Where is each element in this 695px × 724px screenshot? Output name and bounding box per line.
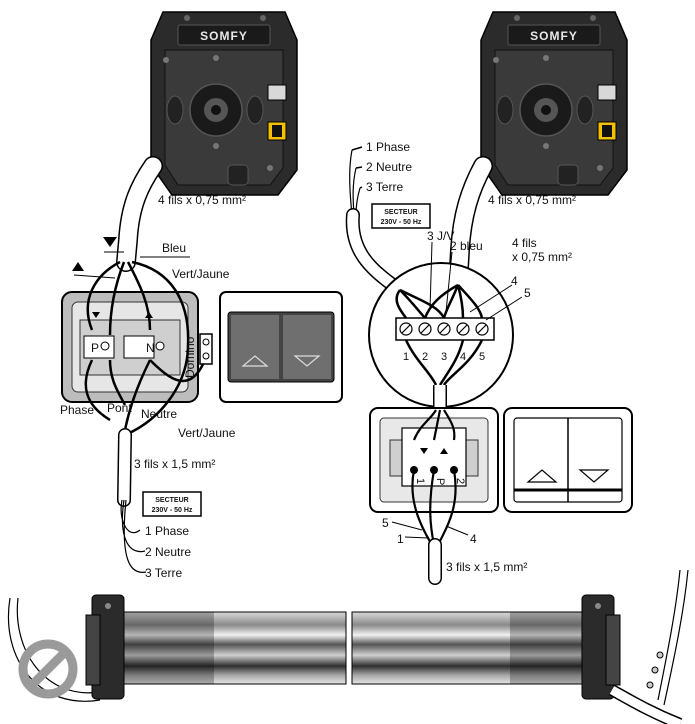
left-supply-wire-3: 3 Terre <box>145 566 182 580</box>
left-rocker-switch <box>219 291 343 403</box>
left-switch-letter-n: N <box>146 341 155 355</box>
right-label-jv: 3 J/V <box>427 229 454 243</box>
left-label-phase: Phase <box>60 403 94 417</box>
down-triangle-icon <box>293 355 321 367</box>
right-motor-head: SOMFY <box>480 11 628 196</box>
up-arrow-icon <box>72 262 84 271</box>
domino-connector <box>199 333 213 365</box>
switch-terminal-2: 2 <box>454 478 466 484</box>
junction-box <box>368 262 514 408</box>
right-supply-box-line1: SECTEUR <box>384 209 417 216</box>
left-somfy-logo: SOMFY <box>200 29 248 43</box>
left-supply-box-line2: 230V - 50 Hz <box>152 507 193 514</box>
right-up-triangle-icon <box>526 469 558 483</box>
left-motor-head: SOMFY <box>150 11 298 196</box>
right-switch-mechanism <box>369 407 499 513</box>
left-switch-wiring <box>84 260 207 437</box>
left-label-neutre: Neutre <box>141 407 177 421</box>
right-label-5: 5 <box>524 286 531 300</box>
terminal-1: 1 <box>403 351 409 363</box>
right-supply-wire-2: 2 Neutre <box>366 160 412 174</box>
left-label-domino: Domino <box>183 336 197 378</box>
switch-wire-5: 5 <box>382 516 389 530</box>
left-supply-cable-label: 3 fils x 1,5 mm² <box>134 457 215 471</box>
terminal-5: 5 <box>479 351 485 363</box>
left-supply-wire-1: 1 Phase <box>145 524 189 538</box>
right-label-fils-1: 4 fils <box>512 236 537 250</box>
right-rocker-switch <box>503 407 633 513</box>
left-motor-cable-label: 4 fils x 0,75 mm² <box>158 193 246 207</box>
right-bottom-cable-label: 3 fils x 1,5 mm² <box>446 560 527 574</box>
left-label-bleu: Bleu <box>162 241 186 255</box>
left-label-vert-jaune-bottom: Vert/Jaune <box>178 426 236 440</box>
switch-terminal-1: 1 <box>414 478 426 484</box>
left-label-pont: Pont <box>107 401 132 415</box>
junction-wiring <box>395 283 484 386</box>
right-motor-cable-label: 4 fils x 0,75 mm² <box>488 193 576 207</box>
right-down-triangle-icon <box>578 469 610 483</box>
left-supply-wire-2: 2 Neutre <box>145 545 191 559</box>
right-supply-wire-3: 3 Terre <box>366 180 403 194</box>
right-supply-wire-1: 1 Phase <box>366 140 410 154</box>
prohibited-icon <box>18 639 78 699</box>
up-triangle-icon <box>241 355 269 367</box>
left-switch-letter-p: P <box>91 341 99 355</box>
right-supply-box-line2: 230V - 50 Hz <box>381 219 422 226</box>
right-label-bleu: 2 bleu <box>450 239 483 253</box>
right-supply-box <box>371 203 431 229</box>
right-label-fils-2: x 0,75 mm² <box>512 250 572 264</box>
right-somfy-logo: SOMFY <box>530 29 578 43</box>
left-switch-mechanism: P N <box>61 291 199 403</box>
left-supply-box-line1: SECTEUR <box>155 497 188 504</box>
left-tubular-motor <box>8 594 347 702</box>
down-arrow-icon <box>103 237 117 247</box>
switch-wire-4: 4 <box>470 532 477 546</box>
switch-terminal-p: P <box>434 478 446 485</box>
terminal-2: 2 <box>422 351 428 363</box>
right-label-4: 4 <box>511 274 518 288</box>
left-label-vert-jaune-top: Vert/Jaune <box>172 267 230 281</box>
right-tubular-motor <box>351 569 689 724</box>
left-supply-box <box>142 491 202 517</box>
terminal-3: 3 <box>441 351 447 363</box>
switch-wire-1: 1 <box>397 532 404 546</box>
terminal-4: 4 <box>460 351 466 363</box>
